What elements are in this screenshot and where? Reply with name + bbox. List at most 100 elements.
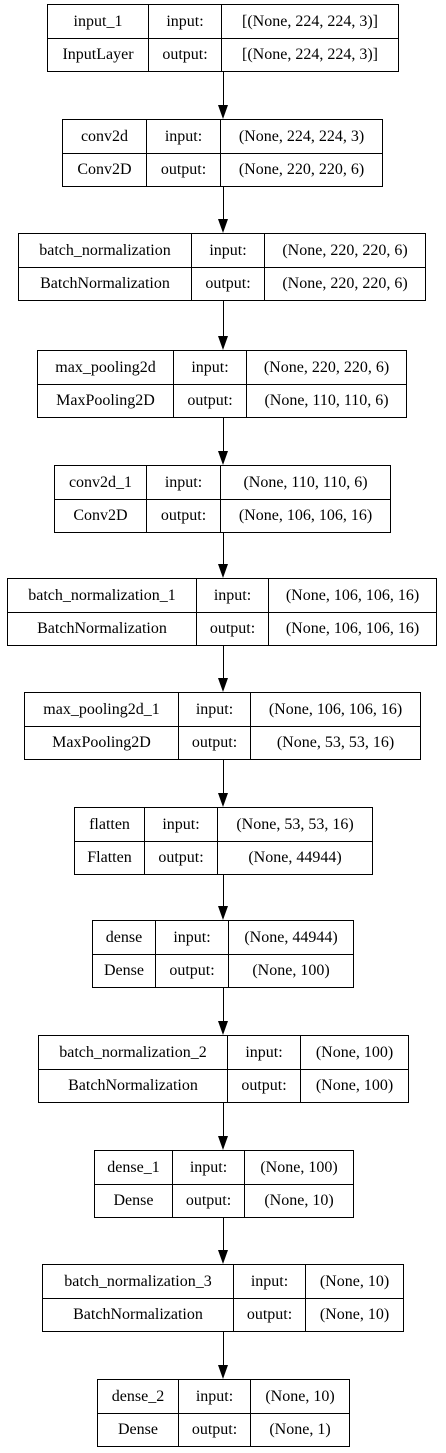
cell-divider [145,841,372,842]
layer-name: max_pooling2d_1 [43,700,160,718]
cell-divider [19,267,191,268]
layer-type: InputLayer [62,46,134,63]
arrow-head-icon [218,1250,228,1264]
arrow-head-icon [218,678,228,692]
cell-divider [227,1036,228,1102]
output-label: output: [160,507,207,524]
output-label: output: [191,734,238,751]
cell-divider [149,38,398,39]
output-label: output: [241,1077,287,1094]
input-label: input: [245,1043,283,1061]
output-label: output: [246,1306,293,1323]
cell-divider [75,841,144,842]
input-shape: (None, 100) [315,1043,394,1061]
input-shape: (None, 224, 224, 3) [238,127,365,145]
output-label: output: [162,46,208,63]
layer-type: BatchNormalization [68,1077,198,1094]
layer-type: MaxPooling2D [56,392,155,409]
cell-divider [192,267,425,268]
input-label: input: [166,12,204,30]
cell-divider [98,1413,178,1414]
layer-name: conv2d [80,127,129,145]
input-label: input: [173,928,211,946]
cell-divider [173,351,174,417]
cell-divider [191,234,192,300]
cell-divider [197,612,436,613]
output-shape: (None, 100) [252,962,330,979]
layer-type: Conv2D [77,161,132,178]
cell-divider [93,954,155,955]
input-shape: [(None, 224, 224, 3)] [242,12,378,30]
cell-divider [179,726,420,727]
layer-type: MaxPooling2D [52,734,151,751]
cell-divider [144,808,145,874]
layer-name: max_pooling2d [55,358,156,376]
output-shape: (None, 100) [315,1077,394,1094]
layer-type: Dense [118,1421,158,1438]
connector-arrow [218,1332,229,1379]
arrow-head-icon [218,1136,228,1150]
connector-arrow [218,72,229,119]
connector-arrow [218,875,229,920]
output-label: output: [187,392,233,409]
output-shape: (None, 106, 106, 16) [285,620,420,637]
input-shape: (None, 220, 220, 6) [263,358,390,376]
cell-divider [38,384,173,385]
input-label: input: [162,815,200,833]
output-label: output: [169,962,215,979]
input-shape: (None, 10) [319,1272,390,1290]
layer-type: Conv2D [73,507,128,524]
connector-arrow [218,646,229,692]
layer-name: dense_2 [111,1387,165,1405]
output-label: output: [185,1192,232,1209]
cell-divider [178,1380,179,1446]
connector-arrow [218,1103,229,1150]
input-shape: (None, 44944) [244,928,338,946]
cell-divider [228,1069,408,1070]
cell-divider [172,1151,173,1217]
cell-divider [63,153,146,154]
layer-name: batch_normalization_2 [59,1043,207,1061]
output-shape: (None, 220, 220, 6) [282,275,408,292]
input-shape: (None, 106, 106, 16) [285,586,420,604]
output-shape: (None, 10) [264,1192,334,1209]
input-label: input: [164,127,203,145]
arrow-head-icon [218,105,228,119]
layer-name: dense [105,928,143,946]
cell-divider [95,1184,172,1185]
output-label: output: [158,849,204,866]
output-shape: (None, 53, 53, 16) [276,734,395,751]
output-shape: [(None, 224, 224, 3)] [242,46,378,63]
cell-divider [156,954,353,955]
layer-name: batch_normalization [39,241,171,259]
cell-divider [55,499,146,500]
cell-divider [178,693,179,759]
cell-divider [25,726,178,727]
cell-divider [8,612,196,613]
layer-name: batch_normalization_1 [28,586,176,604]
cell-divider [233,1265,234,1331]
connector-arrow [218,988,229,1035]
cell-divider [234,1298,403,1299]
cell-divider [146,466,147,532]
layer-name: conv2d_1 [68,473,133,491]
input-label: input: [164,473,203,491]
cell-divider [173,1184,353,1185]
arrow-head-icon [218,1021,228,1035]
connector-arrow [218,1218,229,1264]
input-label: input: [209,241,247,259]
output-shape: (None, 220, 220, 6) [238,161,365,178]
layer-name: dense_1 [107,1158,160,1176]
input-shape: (None, 110, 110, 6) [243,473,368,491]
cell-divider [146,120,147,186]
input-shape: (None, 220, 220, 6) [282,241,408,259]
connector-arrow [218,533,229,578]
